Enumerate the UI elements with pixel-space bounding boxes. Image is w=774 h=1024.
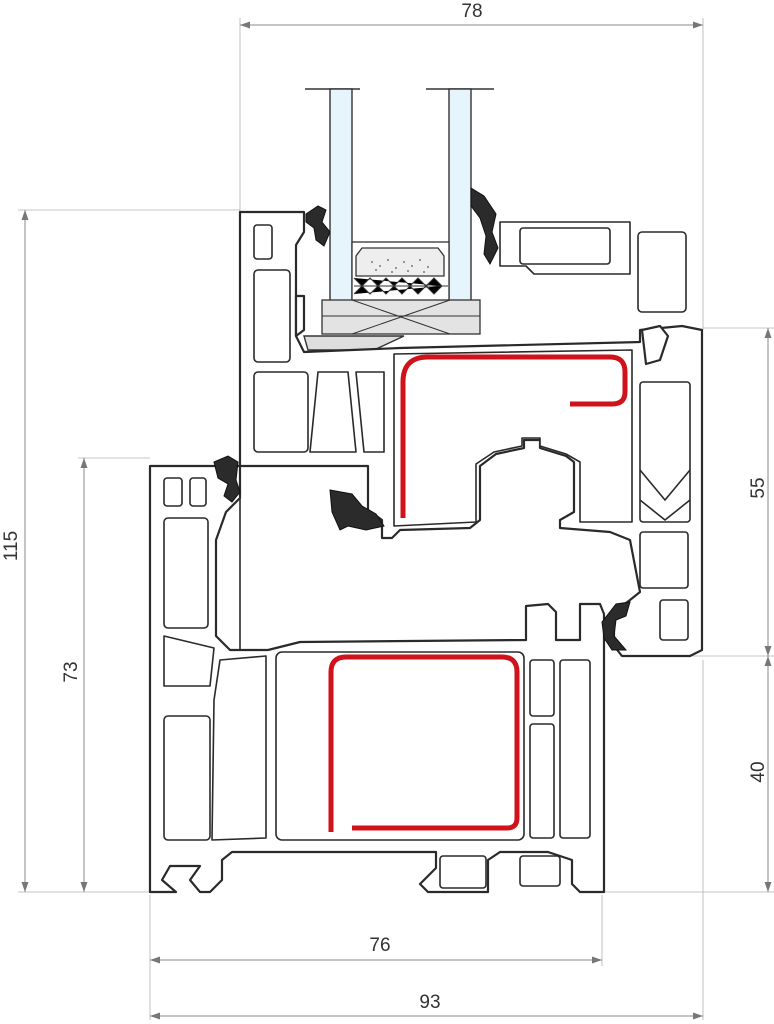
dimension-bottom-93: 93	[150, 660, 704, 1020]
frame-profile	[148, 464, 606, 894]
glass-pane-outer	[448, 88, 472, 302]
dim-label-55: 55	[748, 477, 769, 498]
dim-label-78: 78	[461, 1, 482, 22]
frame-gasket-outer	[601, 601, 631, 651]
dim-label-73: 73	[61, 661, 82, 682]
gaskets	[213, 187, 631, 651]
glazing-block	[321, 299, 481, 335]
dim-label-40: 40	[748, 761, 769, 782]
dimension-bottom-76: 76	[149, 895, 603, 1020]
dimension-left-73: 73	[61, 457, 150, 892]
glass-gasket-outer	[470, 187, 499, 266]
glass-gasket-inner	[305, 205, 331, 247]
dim-label-93: 93	[419, 992, 440, 1013]
frame-gasket-top	[213, 455, 241, 503]
double-glazing-unit	[303, 88, 494, 351]
sash-steel-reinforcement	[400, 354, 628, 518]
sash-profile	[238, 210, 704, 658]
sash-rebate-gasket	[329, 489, 385, 531]
frame-steel-reinforcement	[328, 654, 520, 832]
glass-pane-inner	[329, 88, 353, 302]
dim-label-115: 115	[1, 531, 22, 561]
dimension-top-78: 78	[239, 1, 704, 330]
dimension-right-40: 40	[600, 656, 774, 893]
dim-label-76: 76	[369, 935, 390, 956]
glass-spacer	[351, 241, 450, 305]
